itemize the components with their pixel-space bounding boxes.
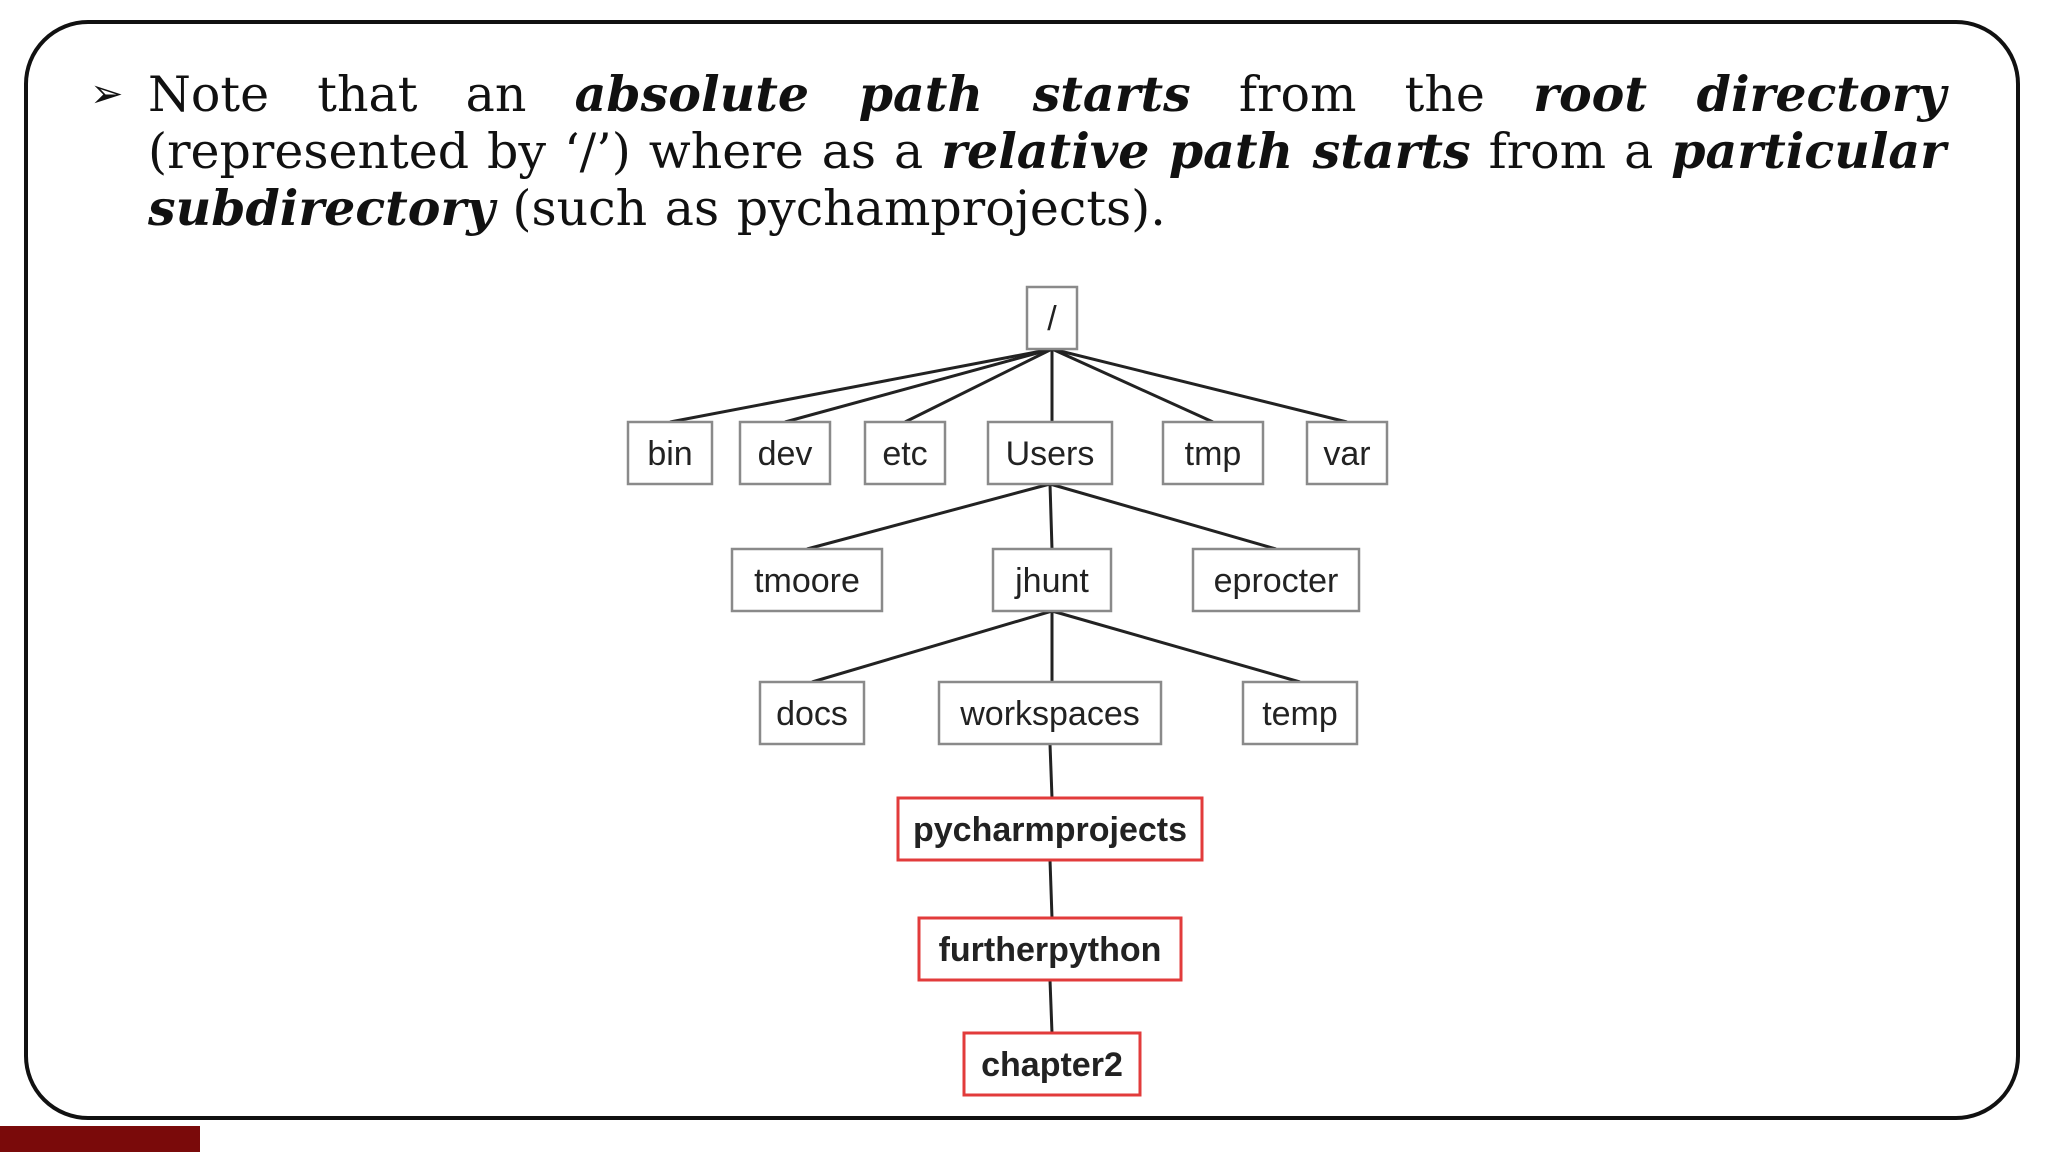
tree-node-etc: etc (863, 420, 947, 486)
tree-edge-root-var (1051, 347, 1348, 424)
note-segment: from a (1470, 123, 1672, 180)
tree-node-users: Users (986, 420, 1114, 486)
tree-node-bin: bin (626, 420, 714, 486)
tree-node-chapter2: chapter2 (962, 1031, 1142, 1097)
tree-node-box (1161, 420, 1265, 486)
tree-node-label: furtherpython (939, 931, 1162, 969)
tree-node-docs: docs (758, 680, 866, 746)
note-text: Note that an absolute path starts from t… (148, 66, 1946, 237)
tree-edge-pycharmprojects-furtherpython (1048, 859, 1054, 919)
note-emphasis: root directory (1533, 65, 1946, 123)
note-emphasis: relative path starts (941, 122, 1471, 180)
tree-edge-users-eprocter (1049, 482, 1277, 551)
tree-edge-root-etc (904, 347, 1053, 424)
tree-node-tmp: tmp (1161, 420, 1265, 486)
tree-node-tmoore: tmoore (730, 547, 884, 613)
tree-node-label: bin (647, 435, 692, 473)
tree-edge-root-tmp (1051, 347, 1214, 424)
tree-edge-jhunt-temp (1051, 609, 1301, 684)
tree-node-box (917, 916, 1183, 982)
note-segment: (represented by ‘/’) where as a (148, 123, 942, 180)
tree-edge-workspaces-pycharmprojects (1048, 743, 1054, 799)
tree-node-box (626, 420, 714, 486)
note-segment: Note that an (148, 66, 575, 123)
tree-edge-users-jhunt (1048, 483, 1054, 550)
tree-edge-root-bin (669, 347, 1053, 424)
tree-node-box (730, 547, 884, 613)
tree-node-label: dev (758, 435, 813, 473)
note-segment: from the (1190, 66, 1534, 123)
tree-node-box (986, 420, 1114, 486)
tree-node-box (1191, 547, 1361, 613)
tree-node-pycharmprojects: pycharmprojects (896, 796, 1204, 862)
tree-node-furtherpython: furtherpython (917, 916, 1183, 982)
tree-node-label: workspaces (959, 695, 1140, 733)
tree-node-dev: dev (738, 420, 832, 486)
tree-node-box (1305, 420, 1389, 486)
tree-node-label: / (1047, 300, 1057, 338)
tree-node-jhunt: jhunt (991, 547, 1113, 613)
tree-node-workspaces: workspaces (937, 680, 1163, 746)
tree-node-label: docs (776, 695, 848, 733)
tree-node-label: etc (882, 435, 927, 473)
tree-node-eprocter: eprocter (1191, 547, 1361, 613)
tree-edge-users-tmoore (806, 482, 1051, 551)
tree-node-label: pycharmprojects (913, 811, 1187, 849)
tree-node-box (863, 420, 947, 486)
tree-node-box (962, 1031, 1142, 1097)
tree-node-var: var (1305, 420, 1389, 486)
tree-node-label: eprocter (1214, 562, 1339, 600)
tree-node-label: tmoore (754, 562, 860, 600)
note-emphasis: particular subdirectory (148, 122, 1946, 237)
tree-node-label: var (1323, 435, 1370, 473)
tree-node-label: chapter2 (981, 1046, 1123, 1084)
tree-node-box (896, 796, 1204, 862)
tree-node-box (758, 680, 866, 746)
tree-node-box (991, 547, 1113, 613)
note-segment: (such as pychamprojects). (494, 180, 1166, 237)
tree-edge-jhunt-docs (811, 609, 1053, 684)
note-paragraph: ➢ Note that an absolute path starts from… (90, 66, 1946, 237)
bullet-arrow-icon: ➢ (90, 71, 124, 117)
tree-node-box (937, 680, 1163, 746)
tree-edge-root-dev (784, 347, 1053, 424)
tree-node-label: temp (1262, 695, 1338, 733)
footer-accent-bar (0, 1126, 200, 1152)
tree-node-label: Users (1006, 435, 1095, 473)
tree-node-label: jhunt (1014, 562, 1089, 600)
tree-edge-furtherpython-chapter2 (1048, 979, 1054, 1034)
tree-node-root: / (1025, 285, 1079, 351)
tree-node-box (738, 420, 832, 486)
tree-node-box (1025, 285, 1079, 351)
note-emphasis: absolute path starts (574, 65, 1191, 123)
tree-node-temp: temp (1241, 680, 1359, 746)
tree-node-box (1241, 680, 1359, 746)
tree-node-label: tmp (1185, 435, 1242, 473)
